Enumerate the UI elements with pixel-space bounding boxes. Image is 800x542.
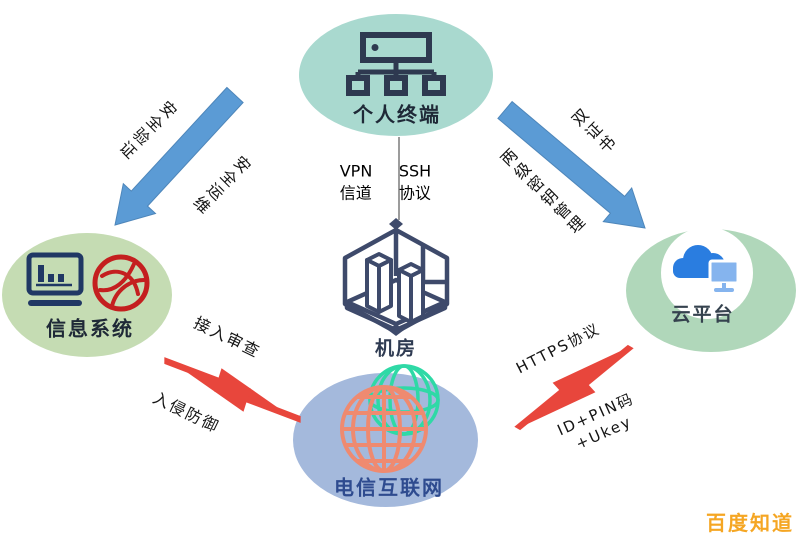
blue-arrow-dual-certificate (497, 100, 646, 229)
monitor-chart-icon (26, 252, 84, 306)
edge-label-vpn-channel: VPN 信道 (339, 161, 373, 202)
blue-arrow-security-verification (114, 86, 244, 226)
node-label-server-room: 机房 (374, 337, 418, 360)
double-globe-icon (340, 364, 440, 473)
cloud-with-screen-icon (673, 245, 740, 292)
node-label-personal-terminal: 个人终端 (353, 102, 441, 127)
node-label-telecom-internet: 电信互联网 (334, 475, 444, 500)
node-label-information-system: 信息系统 (46, 316, 134, 341)
isometric-server-room-icon (342, 218, 450, 336)
baidu-zhidao-watermark: 百度知道 (706, 511, 794, 535)
red-globe-emblem-icon (92, 254, 150, 312)
node-label-cloud-platform: 云平台 (671, 303, 735, 326)
edge-label-ssh-protocol: SSH 协议 (398, 161, 432, 202)
network-terminal-icon (346, 32, 446, 96)
